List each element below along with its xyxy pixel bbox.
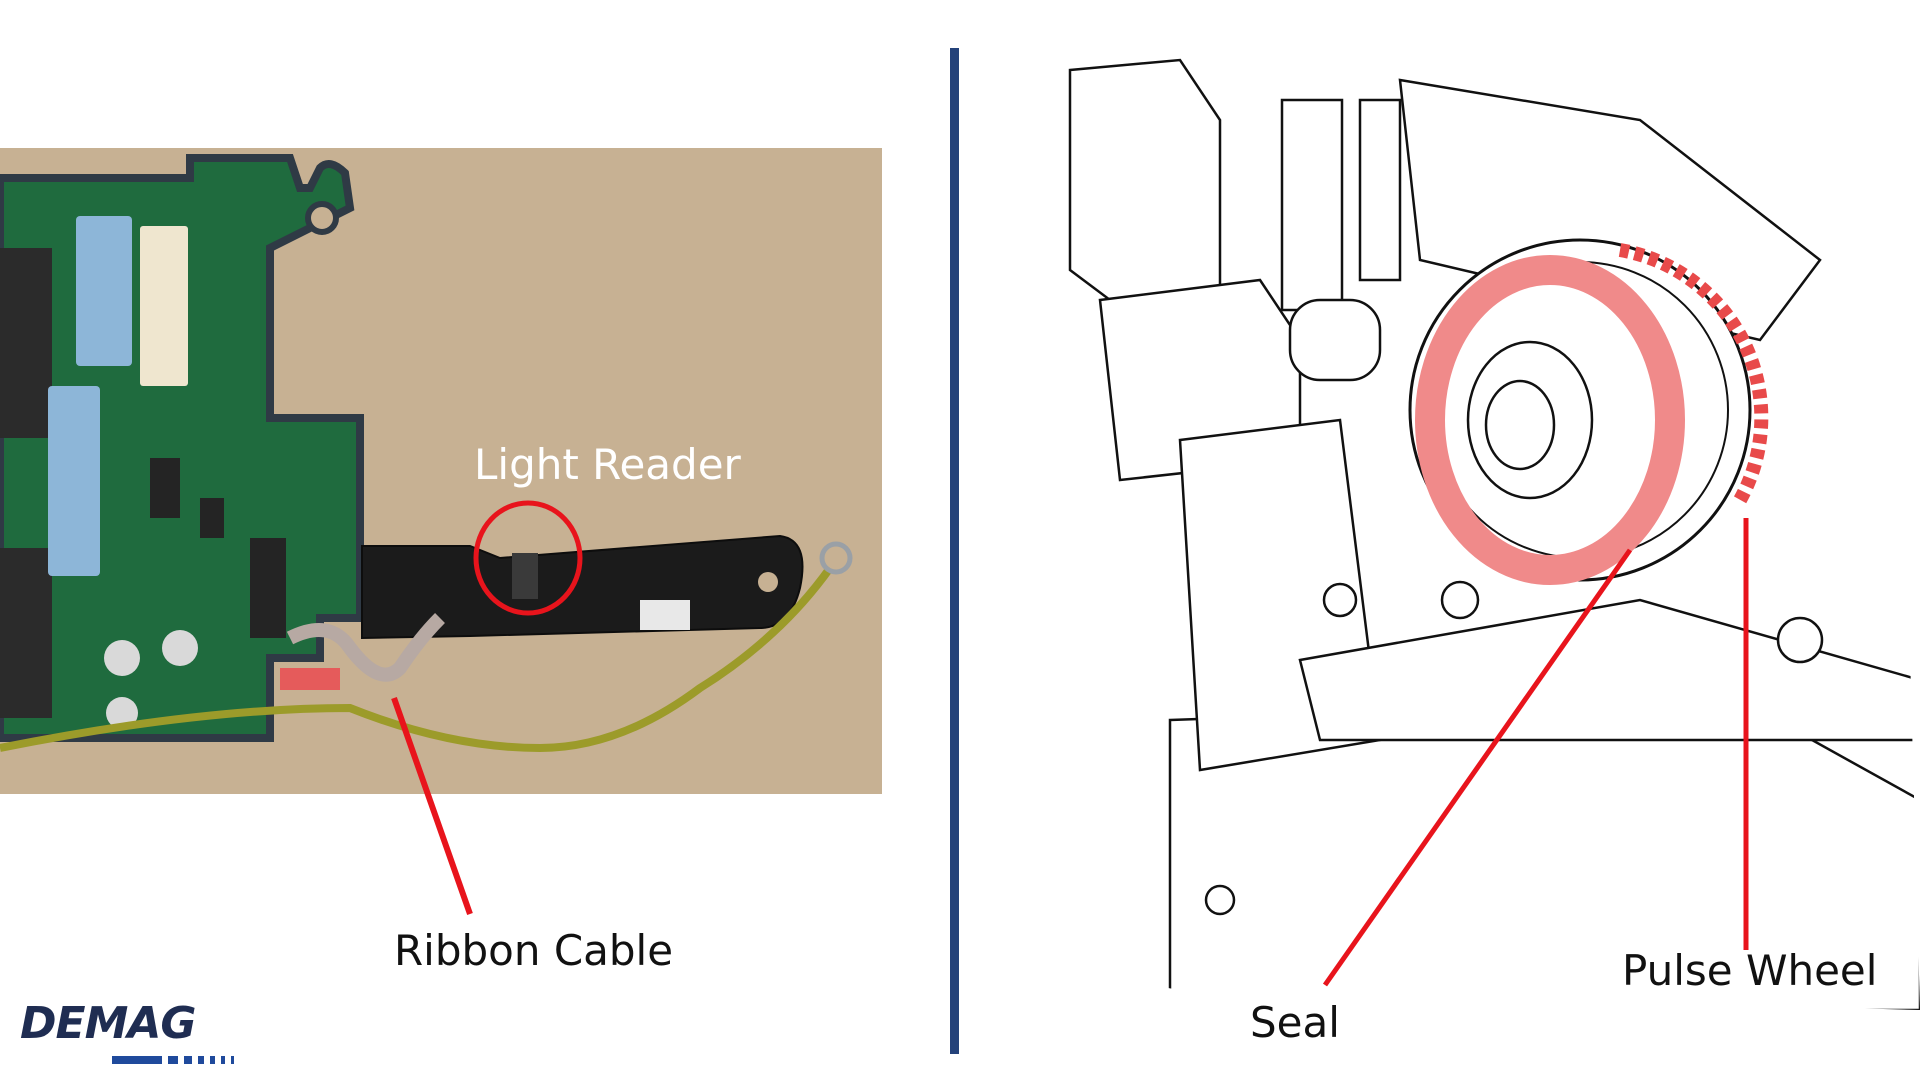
hole-3 bbox=[1776, 616, 1824, 664]
circuit-board-photo bbox=[0, 148, 882, 794]
sensor-bracket bbox=[361, 534, 804, 640]
technical-drawing bbox=[1068, 58, 1920, 1010]
logo-underline bbox=[112, 1056, 234, 1064]
light-reader-sensor bbox=[512, 553, 538, 599]
wire-ring-terminal bbox=[819, 541, 853, 575]
hole-2 bbox=[1440, 580, 1480, 620]
light-reader-callout bbox=[473, 500, 583, 616]
seal-ring bbox=[1415, 255, 1685, 585]
pulse-wheel-label: Pulse Wheel bbox=[1622, 946, 1878, 995]
bracket-hole bbox=[758, 572, 778, 592]
demag-logo: DEMAG bbox=[20, 998, 197, 1049]
hole-4 bbox=[1204, 884, 1236, 916]
ribbon-cable-label: Ribbon Cable bbox=[394, 926, 674, 975]
ribbon-cable bbox=[286, 613, 445, 682]
hub-bore bbox=[1484, 379, 1556, 471]
slot-plate bbox=[1358, 98, 1402, 282]
red-connector bbox=[280, 668, 340, 690]
seal-pointer-line bbox=[1322, 548, 1633, 987]
ribbon-cable-leader bbox=[391, 697, 473, 915]
chip-2 bbox=[150, 458, 180, 518]
relay-block-2 bbox=[0, 548, 52, 718]
seal-label: Seal bbox=[1250, 998, 1340, 1047]
capacitor-2 bbox=[162, 630, 198, 666]
bracket-arm bbox=[1298, 598, 1920, 742]
housing-block bbox=[1068, 58, 1222, 302]
circuit-board-illustration bbox=[0, 154, 853, 753]
hole bbox=[1322, 582, 1358, 618]
relay-block bbox=[0, 248, 52, 438]
chip-3 bbox=[200, 498, 224, 538]
capacitor bbox=[104, 640, 140, 676]
connector bbox=[640, 600, 690, 630]
panel-divider bbox=[950, 48, 959, 1054]
blue-relay-2 bbox=[48, 386, 100, 576]
chip bbox=[250, 538, 286, 638]
blue-relay bbox=[76, 216, 132, 366]
ground-wire bbox=[0, 565, 834, 753]
light-reader-circle bbox=[473, 500, 583, 616]
white-relay bbox=[140, 226, 188, 386]
pulse-wheel-highlight bbox=[1618, 243, 1769, 504]
post bbox=[1280, 98, 1344, 312]
capacitor-3 bbox=[106, 697, 138, 729]
light-reader-label: Light Reader bbox=[474, 440, 741, 489]
mounting-hole bbox=[305, 201, 339, 235]
ribbon-cable-pointer-line bbox=[391, 697, 473, 915]
cylinder bbox=[1288, 298, 1382, 382]
